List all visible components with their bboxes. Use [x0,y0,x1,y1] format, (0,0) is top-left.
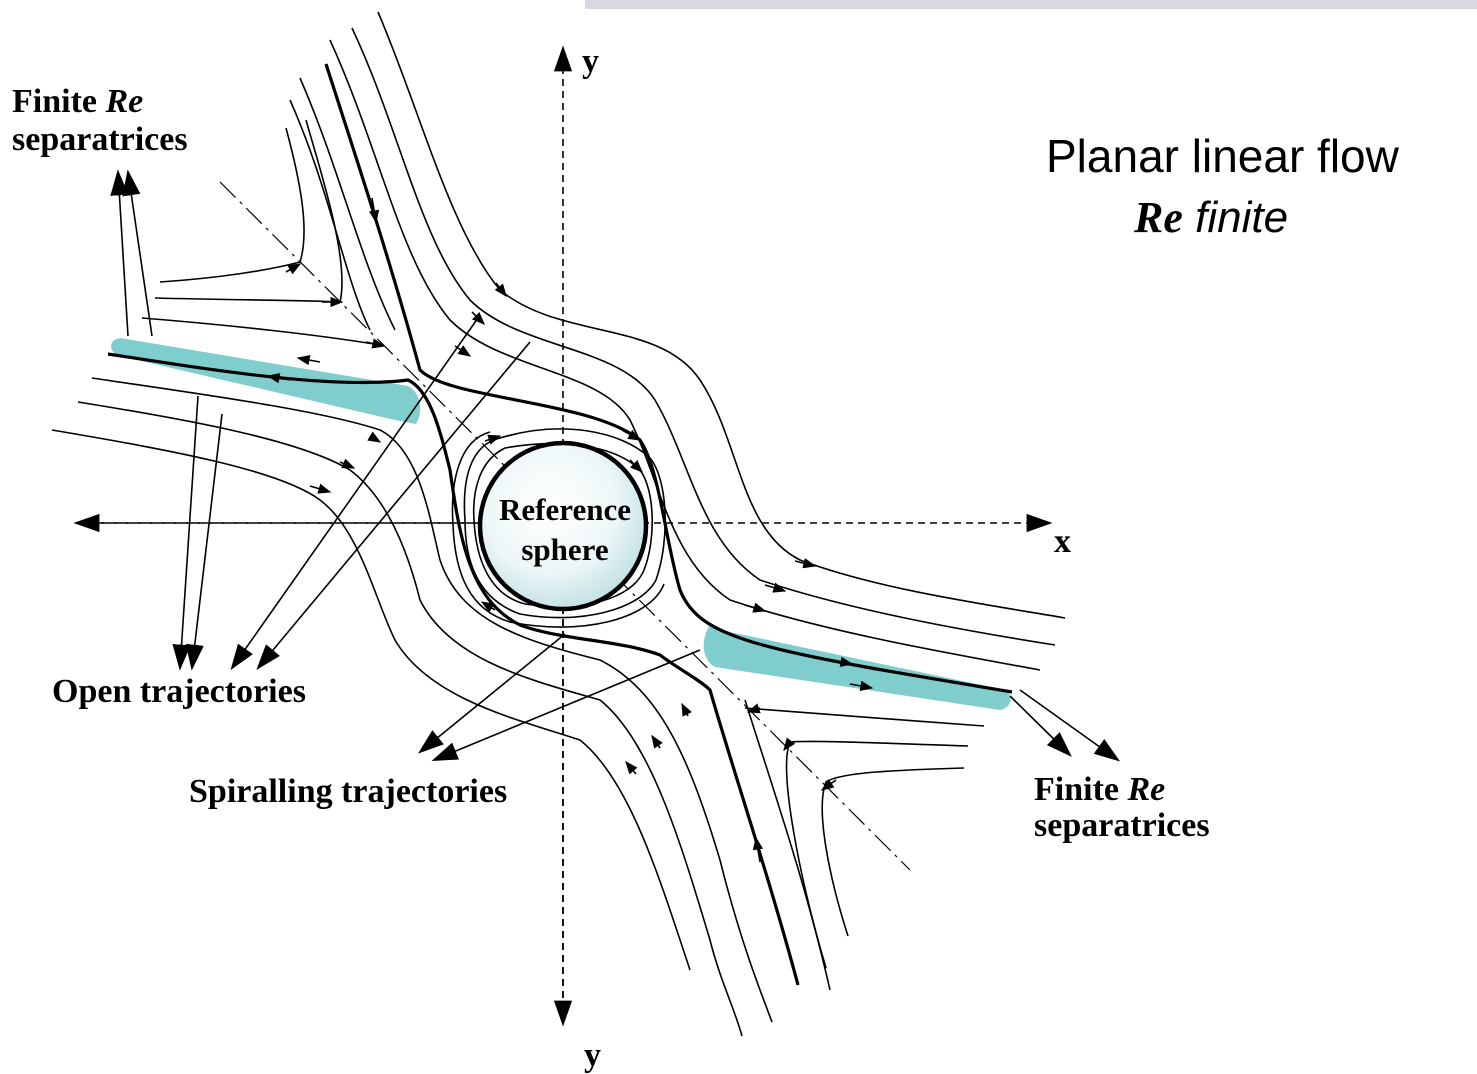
label-sep-br-word: Finite [1034,771,1127,808]
label-spiralling-trajectories: Spiralling trajectories [189,773,507,810]
axis-label-y-top: y [582,43,599,80]
streamlines-lower-left [51,119,800,1037]
label-separatrices-tl: Finite Re [12,83,143,120]
label-separatrices-br-line2: separatrices [1034,807,1210,844]
axis-label-y-bottom: y [584,1037,601,1074]
label-separatrices-br: Finite Re [1034,771,1165,808]
reference-sphere [477,440,649,612]
label-sep-tl-word: Finite [12,83,105,120]
title-re: Re [1133,193,1183,242]
label-separatrices-tl-line2: separatrices [12,121,188,158]
separatrix-highlight-right [703,625,1011,710]
label-open-trajectories: Open trajectories [52,673,306,710]
axis-label-x: x [1054,523,1071,560]
label-pointers [110,169,1121,762]
sphere-label-line2: sphere [521,532,608,567]
top-bar [585,0,1477,9]
sphere-label-line1: Reference [499,492,631,527]
streamlines-upper-right [289,11,1066,694]
streamlines-right-wings [744,699,985,991]
title-finite: finite [1183,193,1288,242]
separatrix-highlight-left [111,338,421,424]
title-line2: Re finite [1133,193,1288,242]
label-sep-br-re: Re [1126,771,1165,808]
spiral-orbits [451,428,666,628]
title-line1: Planar linear flow [1046,130,1400,182]
label-sep-tl-re: Re [104,83,143,120]
